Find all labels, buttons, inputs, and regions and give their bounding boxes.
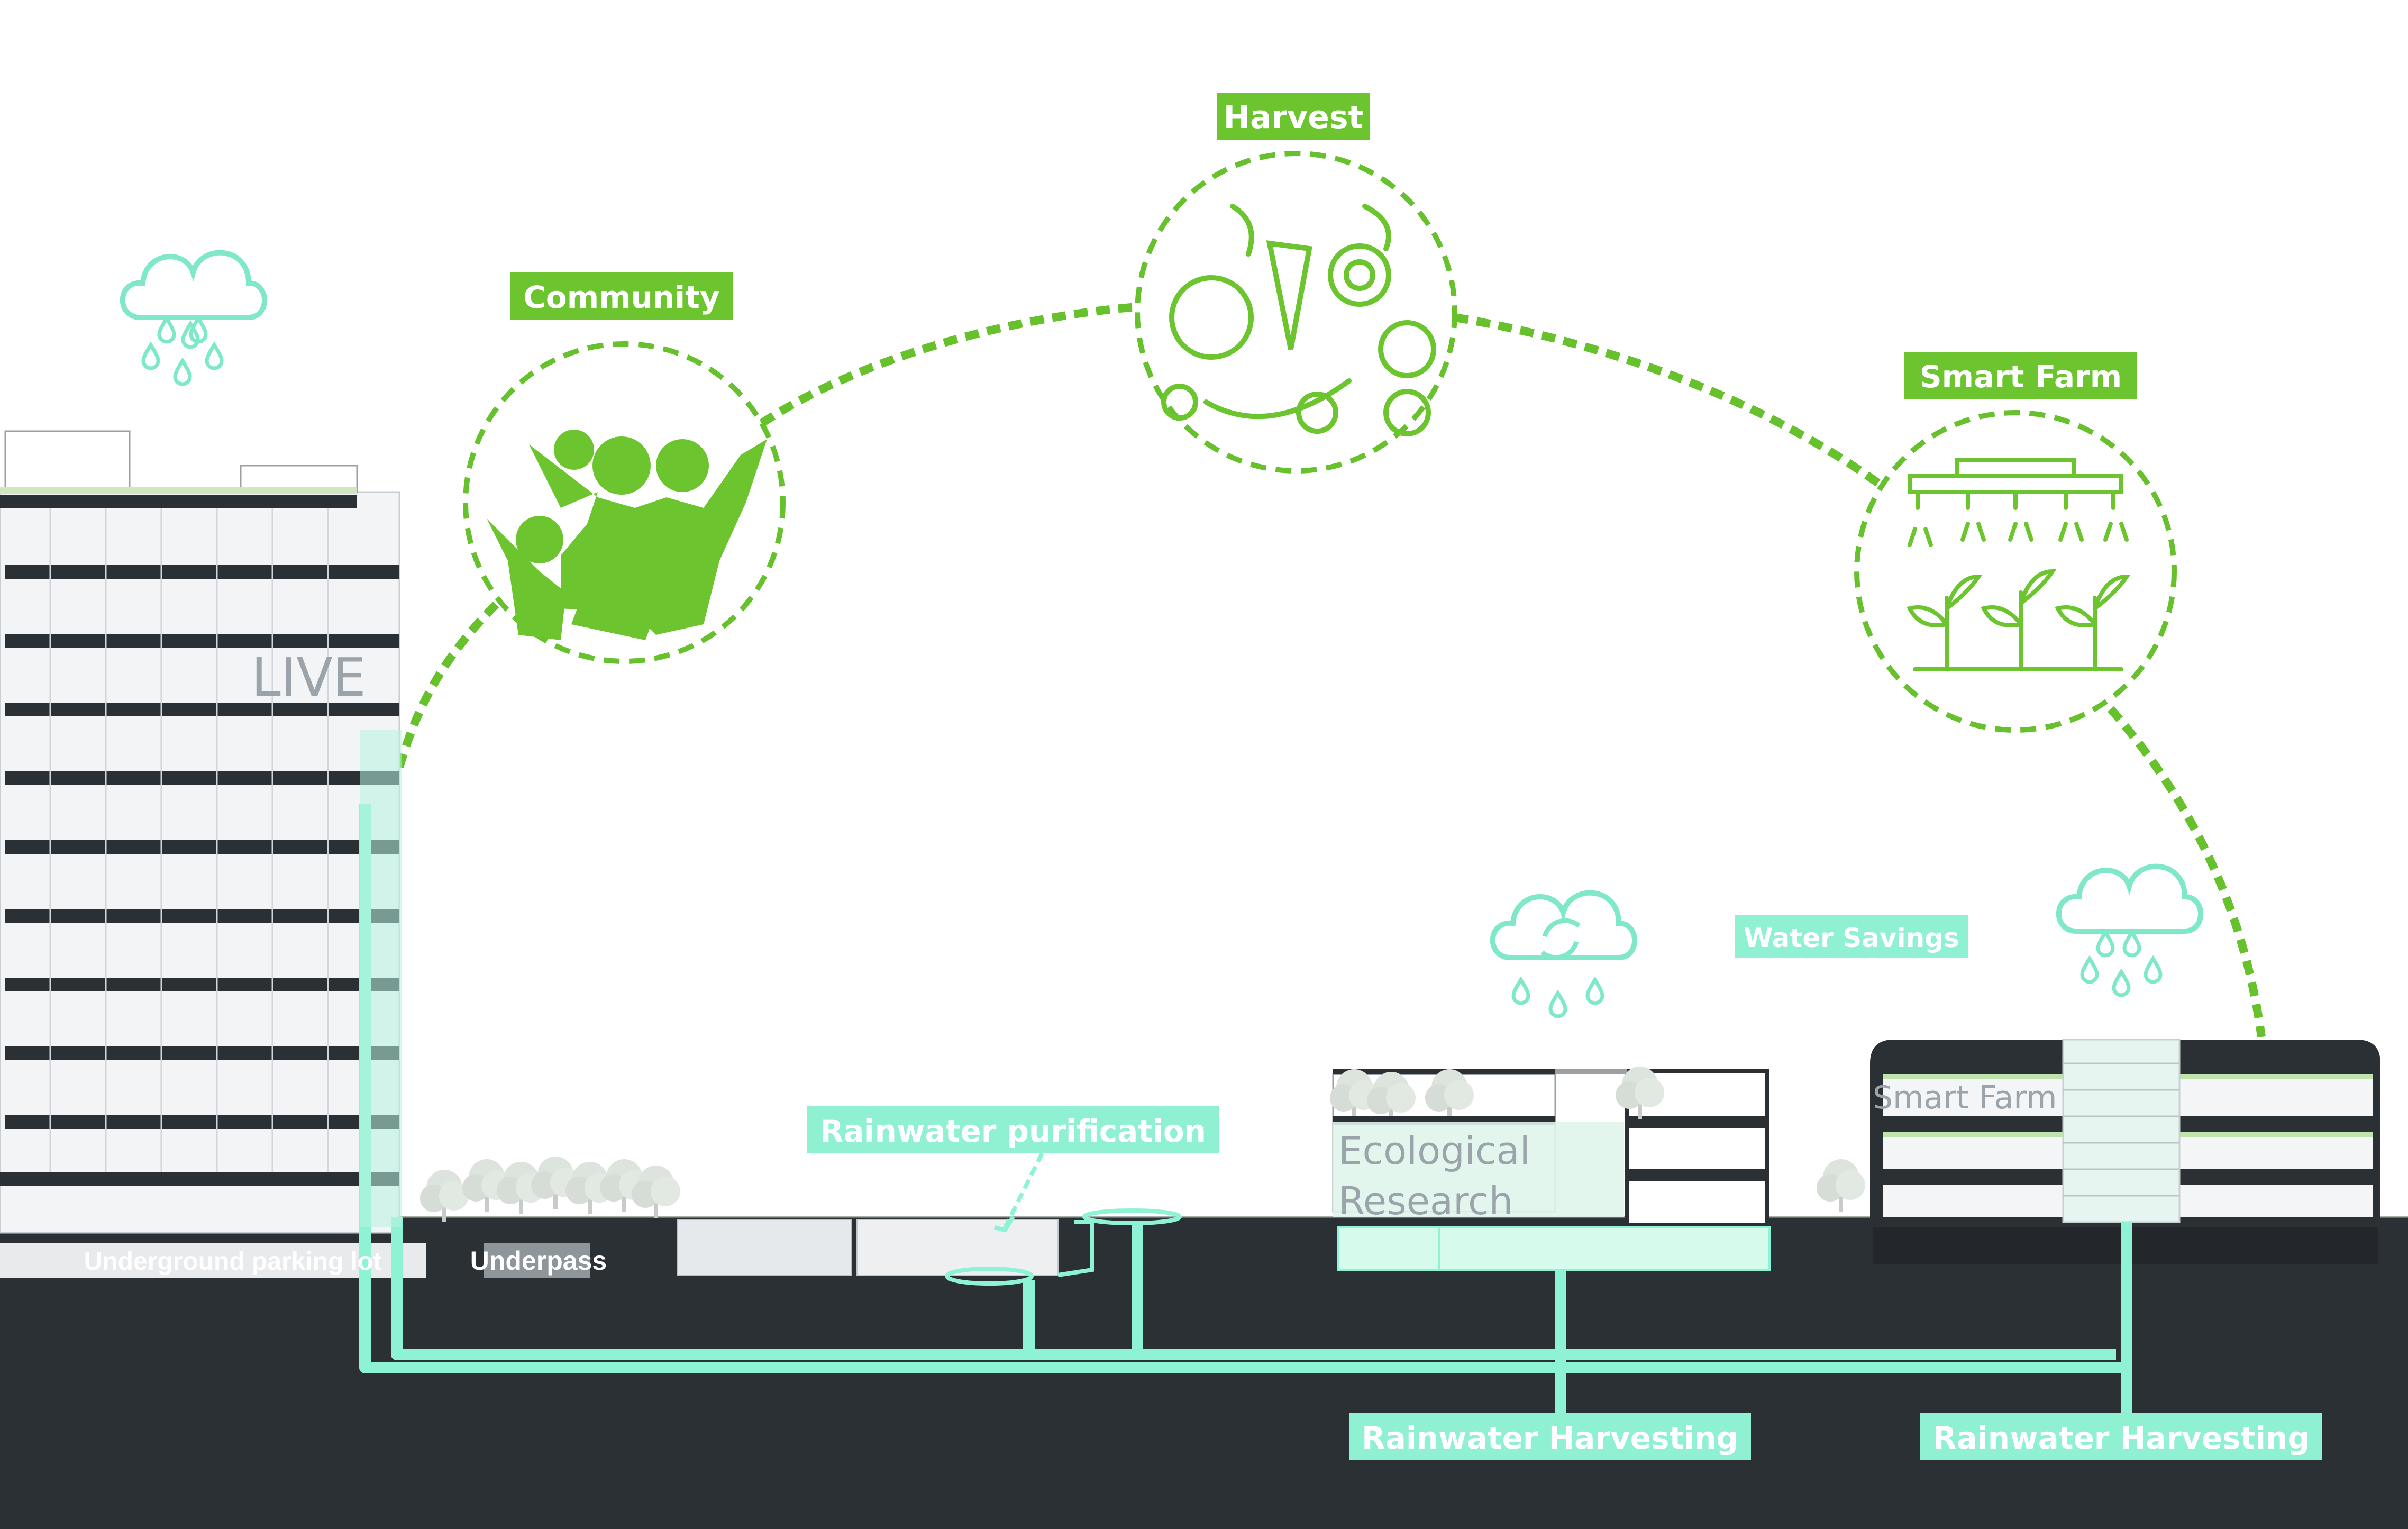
svg-text:Rainwater Harvesting: Rainwater Harvesting — [1933, 1420, 2310, 1456]
rainwater-purification-tag: Rainwater purification — [807, 1106, 1219, 1153]
underground-parking-band — [0, 1243, 426, 1278]
smart-farm-building-label: Smart Farm — [1873, 1079, 2057, 1116]
live-label: LIVE — [251, 647, 366, 708]
tree-farm — [1817, 1159, 1865, 1212]
community-people-icon — [487, 430, 767, 640]
connector-arcs — [395, 303, 2266, 1038]
svg-text:Water Savings: Water Savings — [1744, 923, 1959, 953]
community-circle — [463, 341, 786, 664]
tree-row-left — [420, 1157, 680, 1222]
rainwater-harvesting-tag-2: Rainwater Harvesting — [1920, 1413, 2322, 1460]
vegetables-icon — [1161, 204, 1436, 436]
smart-farm-building — [1870, 1039, 2380, 1264]
svg-text:Community: Community — [523, 279, 719, 315]
harvest-circle — [1135, 151, 1457, 474]
arc-harvest-smartfarm — [1454, 313, 1886, 490]
svg-text:Harvest: Harvest — [1224, 99, 1364, 136]
rain-cloud-icon-farm — [2059, 867, 2201, 995]
svg-text:Rainwater purification: Rainwater purification — [820, 1113, 1206, 1149]
underground-parking-label: Underground parking lot — [84, 1248, 382, 1276]
community-tag: Community — [510, 272, 733, 320]
smart-farm-circle — [1854, 410, 2177, 733]
svg-text:Smart Farm: Smart Farm — [1920, 359, 2122, 395]
arc-smartfarm-building — [2107, 706, 2266, 1038]
recycle-cloud-icon — [1493, 893, 1635, 1016]
arc-community-harvest — [759, 303, 1138, 427]
tower-water-column — [360, 730, 402, 1227]
water-savings-tag: Water Savings — [1735, 915, 1968, 958]
arc-live-community — [395, 600, 500, 769]
smart-farm-sprinkler-icon — [1907, 458, 2131, 671]
ecological-label-line2: Research — [1338, 1179, 1513, 1223]
rain-cloud-icon — [123, 253, 264, 384]
harvest-tag: Harvest — [1217, 93, 1370, 140]
underpass-label: Underpass — [470, 1246, 607, 1276]
residential-tower — [0, 430, 400, 1234]
rainwater-harvesting-tag-1: Rainwater Harvesting — [1349, 1413, 1751, 1460]
smart-farm-tag: Smart Farm — [1904, 352, 2137, 399]
purification-basin — [677, 1208, 1182, 1286]
ecological-label-line1: Ecological — [1338, 1128, 1530, 1173]
svg-text:Rainwater Harvesting: Rainwater Harvesting — [1362, 1420, 1738, 1456]
underpass-band — [484, 1243, 590, 1278]
